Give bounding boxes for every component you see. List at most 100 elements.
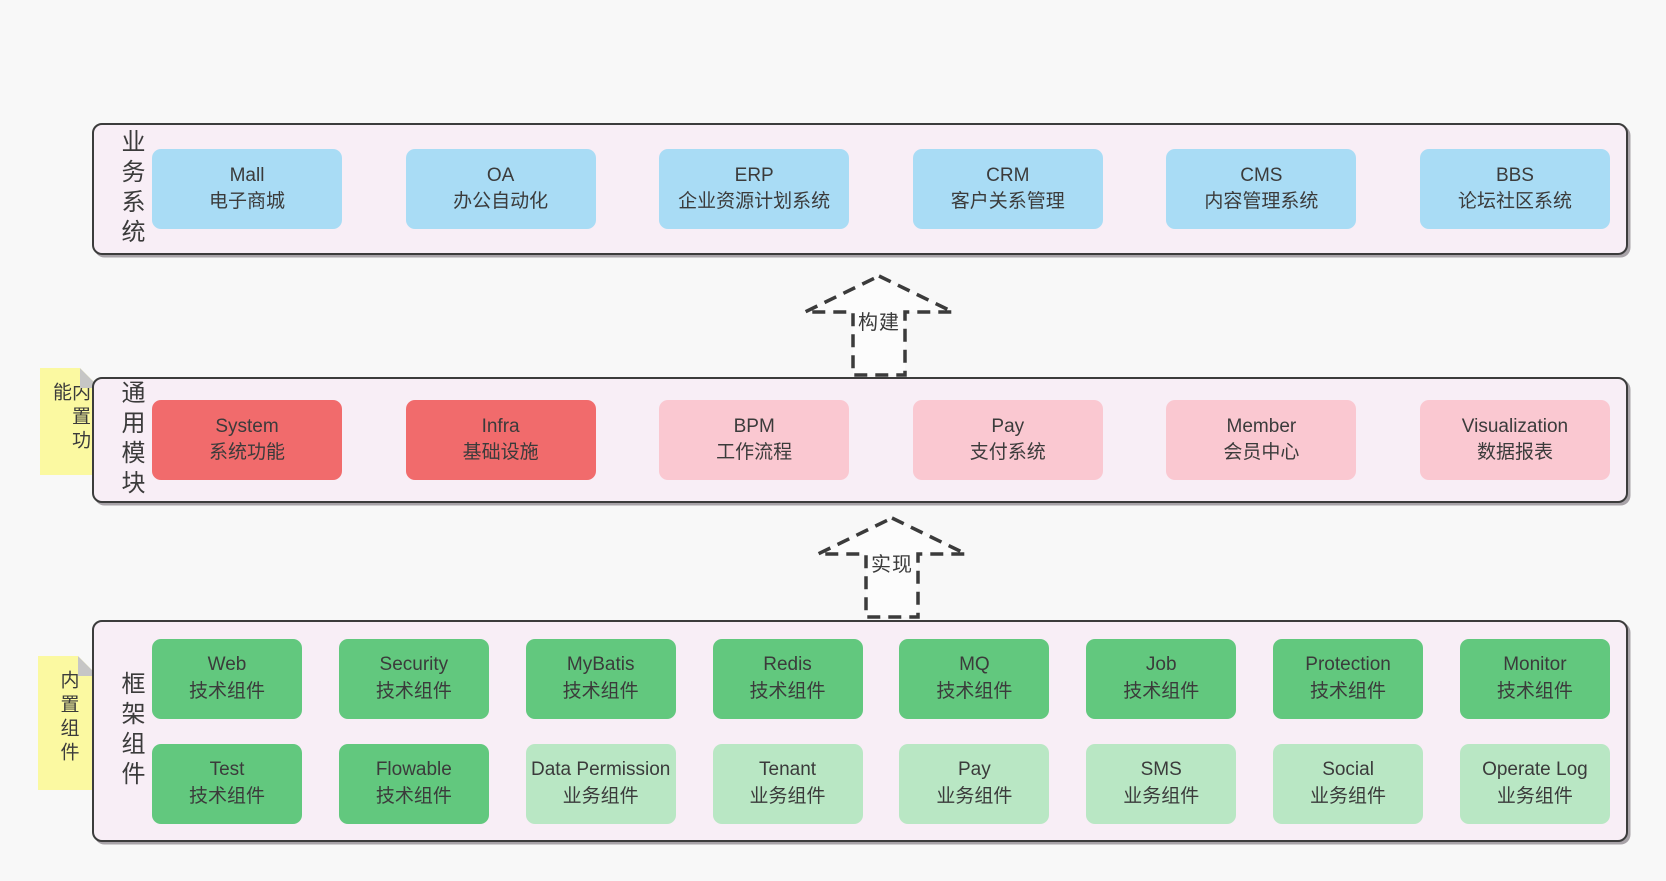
box-visualization: Visualization 数据报表 bbox=[1419, 400, 1610, 480]
box-subtitle: 企业资源计划系统 bbox=[678, 191, 831, 212]
box-title: Social bbox=[1322, 759, 1374, 781]
box-mall: Mall 电子商城 bbox=[152, 149, 342, 229]
box-title: BBS bbox=[1495, 164, 1534, 186]
arrow-label: 构建 bbox=[855, 306, 903, 335]
box-crm: CRM 客户关系管理 bbox=[912, 149, 1103, 229]
box-subtitle: 客户关系管理 bbox=[950, 191, 1065, 212]
box-subtitle: 业务组件 bbox=[1123, 785, 1200, 807]
box-title: MQ bbox=[959, 654, 990, 676]
box-operate-log: Operate Log 业务组件 bbox=[1459, 743, 1610, 824]
box-bpm: BPM 工作流程 bbox=[659, 400, 850, 480]
box-title: Web bbox=[207, 654, 247, 676]
box-subtitle: 业务组件 bbox=[1310, 785, 1387, 807]
box-subtitle: 会员中心 bbox=[1223, 442, 1300, 463]
sticky-note-builtin-features: 内置功能 bbox=[40, 368, 100, 475]
box-title: Mall bbox=[229, 164, 265, 186]
box-subtitle: 数据报表 bbox=[1476, 442, 1553, 463]
box-oa: OA 办公自动化 bbox=[405, 149, 596, 229]
box-protection: Protection 技术组件 bbox=[1273, 638, 1424, 719]
box-subtitle: 技术组件 bbox=[375, 680, 452, 702]
box-subtitle: 支付系统 bbox=[969, 442, 1046, 463]
box-subtitle: 工作流程 bbox=[716, 442, 793, 463]
box-subtitle: 技术组件 bbox=[1496, 680, 1573, 702]
box-subtitle: 技术组件 bbox=[1123, 680, 1200, 702]
box-subtitle: 基础设施 bbox=[462, 442, 539, 463]
box-title: CMS bbox=[1240, 164, 1283, 186]
sticky-note-builtin-components: 内置组件 bbox=[38, 656, 98, 790]
box-title: Infra bbox=[481, 415, 520, 437]
box-cms: CMS 内容管理系统 bbox=[1166, 149, 1357, 229]
box-mybatis: MyBatis 技术组件 bbox=[525, 638, 676, 719]
box-title: Test bbox=[209, 759, 245, 781]
box-subtitle: 业务组件 bbox=[749, 785, 826, 807]
box-subtitle: 技术组件 bbox=[562, 680, 639, 702]
box-title: Member bbox=[1226, 415, 1297, 437]
box-flowable: Flowable 技术组件 bbox=[338, 743, 489, 824]
box-subtitle: 业务组件 bbox=[936, 785, 1013, 807]
box-infra: Infra 基础设施 bbox=[405, 400, 596, 480]
box-title: CRM bbox=[986, 164, 1030, 186]
box-subtitle: 技术组件 bbox=[188, 785, 265, 807]
box-title: Visualization bbox=[1461, 415, 1569, 437]
box-data-permission: Data Permission 业务组件 bbox=[525, 743, 676, 824]
box-security: Security 技术组件 bbox=[338, 638, 489, 719]
box-subtitle: 电子商城 bbox=[208, 191, 285, 212]
box-title: Operate Log bbox=[1482, 759, 1588, 781]
band-label: 业务系统 bbox=[117, 129, 144, 249]
box-pay-system: Pay 支付系统 bbox=[912, 400, 1103, 480]
band-boxes: Web 技术组件 Security 技术组件 MyBatis 技术组件 Redi… bbox=[152, 638, 1610, 824]
band-boxes: Mall 电子商城 OA 办公自动化 ERP 企业资源计划系统 CRM 客户关系… bbox=[152, 149, 1610, 229]
box-title: Flowable bbox=[375, 759, 452, 781]
box-title: Job bbox=[1145, 654, 1177, 676]
box-title: SMS bbox=[1140, 759, 1182, 781]
box-subtitle: 技术组件 bbox=[375, 785, 452, 807]
box-title: Monitor bbox=[1503, 654, 1567, 676]
band-label: 框架组件 bbox=[117, 671, 144, 791]
band-business-systems: 业务系统 Mall 电子商城 OA 办公自动化 ERP 企业资源计划系统 CRM… bbox=[92, 123, 1628, 255]
note-label: 内置功能 bbox=[50, 382, 90, 454]
box-title: OA bbox=[486, 164, 515, 186]
box-erp: ERP 企业资源计划系统 bbox=[659, 149, 850, 229]
band-label: 通用模块 bbox=[117, 380, 144, 500]
box-title: Security bbox=[379, 654, 449, 676]
box-title: ERP bbox=[734, 164, 774, 186]
box-job: Job 技术组件 bbox=[1086, 638, 1237, 719]
arrow-build: 构建 bbox=[797, 272, 961, 378]
box-subtitle: 技术组件 bbox=[188, 680, 265, 702]
box-title: Tenant bbox=[759, 759, 817, 781]
box-sms: SMS 业务组件 bbox=[1086, 743, 1237, 824]
box-subtitle: 业务组件 bbox=[562, 785, 639, 807]
box-redis: Redis 技术组件 bbox=[712, 638, 863, 719]
box-tenant: Tenant 业务组件 bbox=[712, 743, 863, 824]
note-label: 内置组件 bbox=[57, 670, 79, 766]
box-subtitle: 技术组件 bbox=[936, 680, 1013, 702]
box-title: Pay bbox=[958, 759, 991, 781]
box-member: Member 会员中心 bbox=[1166, 400, 1357, 480]
box-subtitle: 论坛社区系统 bbox=[1457, 191, 1572, 212]
band-boxes: System 系统功能 Infra 基础设施 BPM 工作流程 Pay 支付系统… bbox=[152, 400, 1610, 480]
box-title: Pay bbox=[991, 415, 1025, 437]
box-bbs: BBS 论坛社区系统 bbox=[1419, 149, 1610, 229]
box-subtitle: 办公自动化 bbox=[453, 191, 549, 212]
box-social: Social 业务组件 bbox=[1273, 743, 1424, 824]
box-subtitle: 技术组件 bbox=[1310, 680, 1387, 702]
box-title: Redis bbox=[763, 654, 812, 676]
box-title: Data Permission bbox=[530, 759, 671, 781]
box-pay-component: Pay 业务组件 bbox=[899, 743, 1050, 824]
box-monitor: Monitor 技术组件 bbox=[1459, 638, 1610, 719]
box-system: System 系统功能 bbox=[152, 400, 342, 480]
box-subtitle: 内容管理系统 bbox=[1204, 191, 1319, 212]
box-title: Protection bbox=[1305, 654, 1391, 676]
band-framework-components: 框架组件 Web 技术组件 Security 技术组件 MyBatis 技术组件… bbox=[92, 620, 1628, 842]
box-title: MyBatis bbox=[566, 654, 635, 676]
arrow-label: 实现 bbox=[868, 548, 916, 577]
box-mq: MQ 技术组件 bbox=[899, 638, 1050, 719]
box-test: Test 技术组件 bbox=[152, 743, 302, 824]
band-common-modules: 通用模块 System 系统功能 Infra 基础设施 BPM 工作流程 Pay… bbox=[92, 377, 1628, 503]
box-subtitle: 业务组件 bbox=[1496, 785, 1573, 807]
box-subtitle: 技术组件 bbox=[749, 680, 826, 702]
box-subtitle: 系统功能 bbox=[208, 442, 285, 463]
box-title: System bbox=[215, 415, 279, 437]
box-title: BPM bbox=[733, 415, 775, 437]
